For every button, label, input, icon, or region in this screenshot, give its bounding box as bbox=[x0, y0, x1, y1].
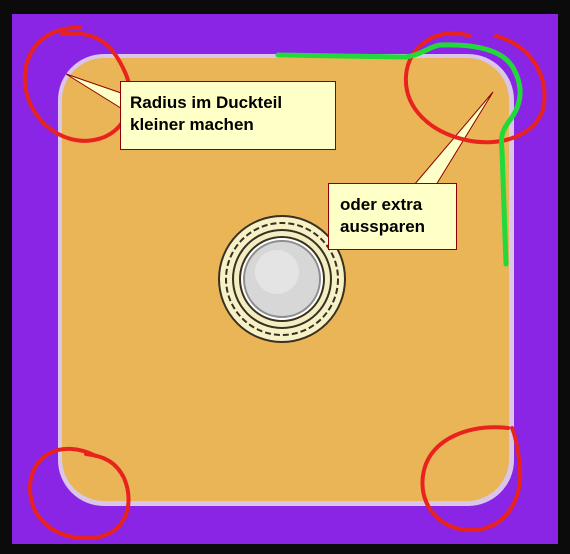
callout-extra-line2: aussparen bbox=[340, 217, 426, 236]
callout-leader-radius bbox=[65, 73, 125, 111]
annotation-callout-extra: oder extra aussparen bbox=[328, 183, 457, 250]
green-outline-proposal bbox=[275, 42, 523, 267]
red-circle-top-left bbox=[22, 25, 133, 143]
annotation-callout-radius: Radius im Duckteil kleiner machen bbox=[120, 81, 336, 150]
red-circle-bottom-left bbox=[27, 446, 131, 541]
red-circle-top-right bbox=[403, 31, 547, 145]
red-circle-bottom-right bbox=[420, 425, 523, 533]
callout-extra-line1: oder extra bbox=[340, 195, 423, 214]
via-ring-icon bbox=[218, 215, 346, 343]
callout-radius-line2: kleiner machen bbox=[130, 115, 254, 134]
callout-radius-line1: Radius im Duckteil bbox=[130, 93, 283, 112]
